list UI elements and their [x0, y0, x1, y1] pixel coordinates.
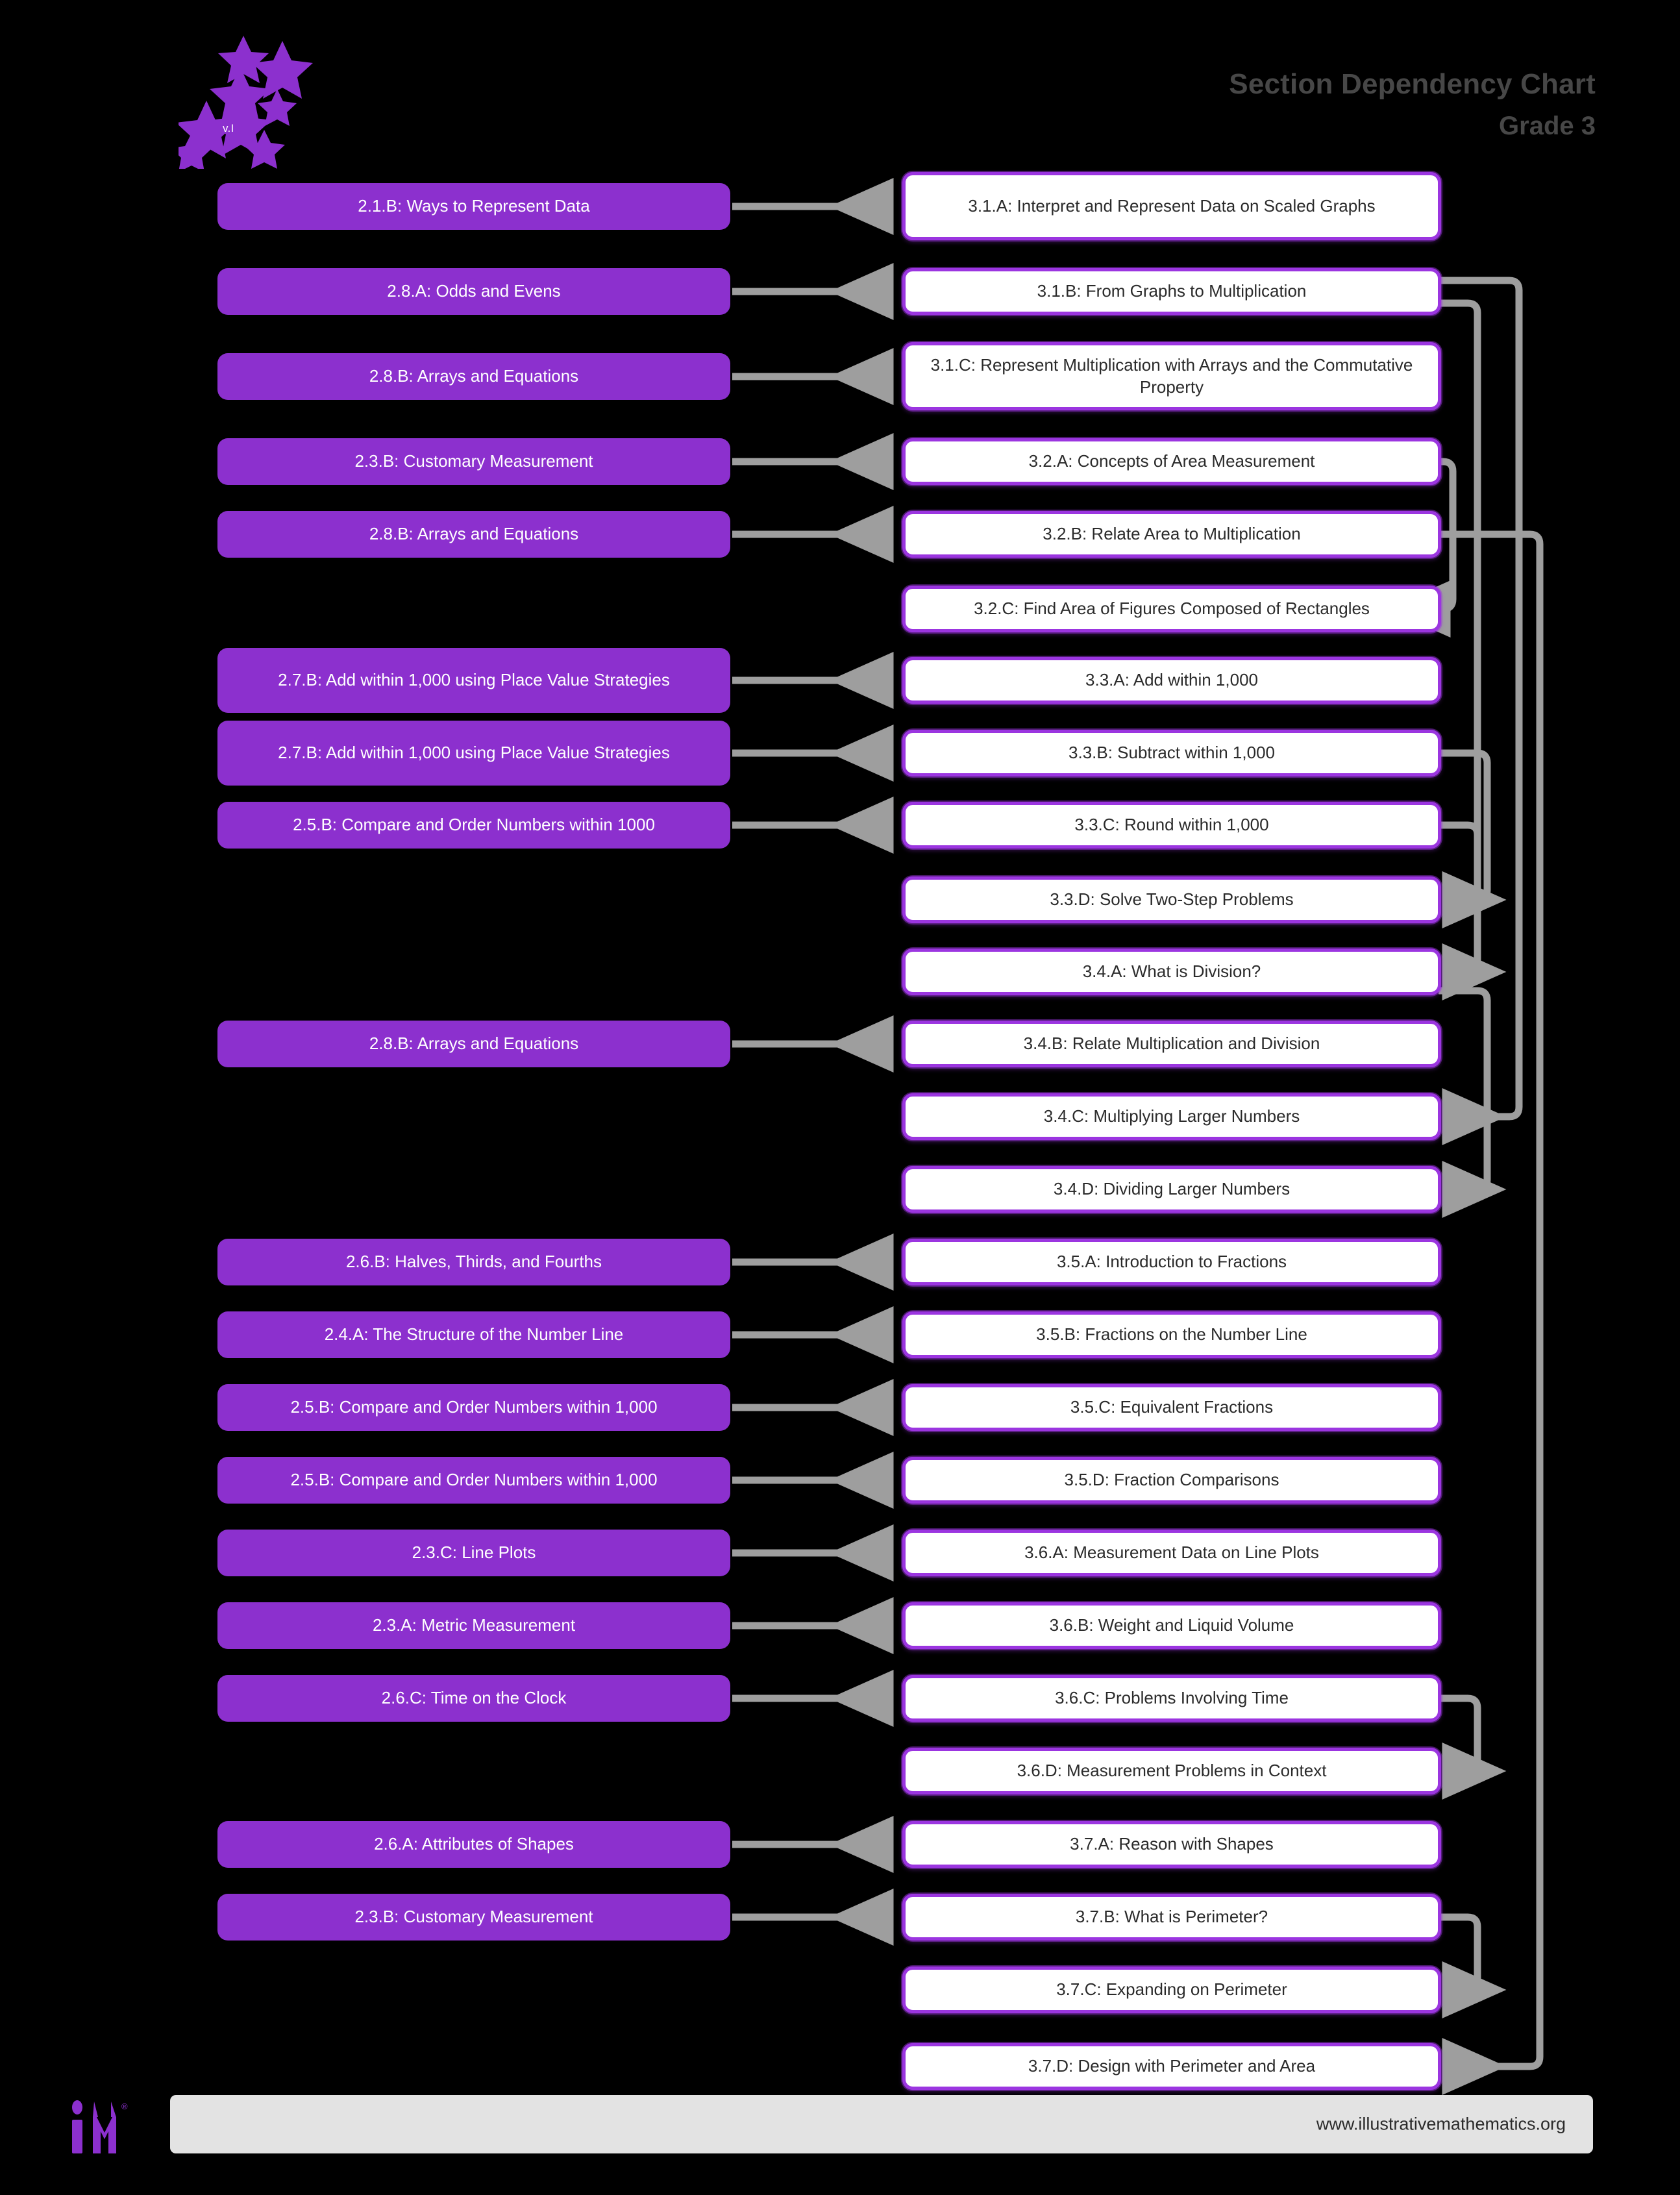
- target-node[interactable]: 3.6.A: Measurement Data on Line Plots: [902, 1530, 1441, 1576]
- target-node[interactable]: 3.7.B: What is Perimeter?: [902, 1894, 1441, 1941]
- page-title: Section Dependency Chart: [1229, 68, 1596, 100]
- target-node[interactable]: 3.4.A: What is Division?: [902, 949, 1441, 995]
- target-node[interactable]: 3.4.D: Dividing Larger Numbers: [902, 1166, 1441, 1213]
- target-node[interactable]: 3.7.C: Expanding on Perimeter: [902, 1966, 1441, 2013]
- target-node[interactable]: 3.6.C: Problems Involving Time: [902, 1675, 1441, 1722]
- source-node[interactable]: 2.6.B: Halves, Thirds, and Fourths: [217, 1239, 730, 1285]
- star-icon: [210, 98, 271, 156]
- version-label: v.I: [223, 122, 234, 134]
- source-node[interactable]: 2.3.B: Customary Measurement: [217, 438, 730, 485]
- target-to-target-arrows: [1386, 277, 1544, 2095]
- source-node[interactable]: 2.5.B: Compare and Order Numbers within …: [217, 802, 730, 849]
- source-node[interactable]: 2.1.B: Ways to Represent Data: [217, 183, 730, 230]
- source-to-target-arrows: [732, 178, 894, 1946]
- source-node[interactable]: 2.8.A: Odds and Evens: [217, 268, 730, 315]
- footer-bar: www.illustrativemathematics.org: [170, 2095, 1593, 2153]
- target-node[interactable]: 3.3.D: Solve Two-Step Problems: [902, 876, 1441, 923]
- target-node[interactable]: 3.4.B: Relate Multiplication and Divisio…: [902, 1021, 1441, 1067]
- target-node[interactable]: 3.6.D: Measurement Problems in Context: [902, 1748, 1441, 1794]
- target-node[interactable]: 3.2.C: Find Area of Figures Composed of …: [902, 586, 1441, 632]
- star-icon: [252, 41, 313, 99]
- source-node[interactable]: 2.8.B: Arrays and Equations: [217, 353, 730, 400]
- target-node[interactable]: 3.3.A: Add within 1,000: [902, 657, 1441, 704]
- target-node[interactable]: 3.5.B: Fractions on the Number Line: [902, 1311, 1441, 1358]
- target-node[interactable]: 3.6.B: Weight and Liquid Volume: [902, 1602, 1441, 1649]
- source-node[interactable]: 2.3.B: Customary Measurement: [217, 1894, 730, 1941]
- source-node[interactable]: 2.4.A: The Structure of the Number Line: [217, 1311, 730, 1358]
- target-node[interactable]: 3.7.D: Design with Perimeter and Area: [902, 2043, 1441, 2090]
- target-node[interactable]: 3.3.B: Subtract within 1,000: [902, 730, 1441, 776]
- target-node[interactable]: 3.2.B: Relate Area to Multiplication: [902, 511, 1441, 558]
- source-node[interactable]: 2.6.A: Attributes of Shapes: [217, 1821, 730, 1868]
- star-icon: [218, 36, 269, 83]
- target-node[interactable]: 3.5.C: Equivalent Fractions: [902, 1384, 1441, 1431]
- source-node[interactable]: 2.7.B: Add within 1,000 using Place Valu…: [217, 648, 730, 713]
- source-node[interactable]: 2.5.B: Compare and Order Numbers within …: [217, 1384, 730, 1431]
- registered-mark: ®: [121, 2102, 128, 2111]
- source-node[interactable]: 2.5.B: Compare and Order Numbers within …: [217, 1457, 730, 1504]
- star-icon: [243, 130, 285, 169]
- source-node[interactable]: 2.3.A: Metric Measurement: [217, 1602, 730, 1649]
- footer-url[interactable]: www.illustrativemathematics.org: [1316, 2114, 1566, 2134]
- target-node[interactable]: 3.1.A: Interpret and Represent Data on S…: [902, 172, 1441, 240]
- source-node[interactable]: 2.8.B: Arrays and Equations: [217, 1021, 730, 1067]
- page-subtitle: Grade 3: [1499, 112, 1596, 140]
- target-node[interactable]: 3.1.C: Represent Multiplication with Arr…: [902, 342, 1441, 410]
- source-node[interactable]: 2.6.C: Time on the Clock: [217, 1675, 730, 1722]
- source-node[interactable]: 2.7.B: Add within 1,000 using Place Valu…: [217, 721, 730, 786]
- star-icon: [179, 133, 212, 169]
- target-node[interactable]: 3.4.C: Multiplying Larger Numbers: [902, 1093, 1441, 1140]
- target-node[interactable]: 3.2.A: Concepts of Area Measurement: [902, 438, 1441, 485]
- target-node[interactable]: 3.5.A: Introduction to Fractions: [902, 1239, 1441, 1285]
- target-node[interactable]: 3.7.A: Reason with Shapes: [902, 1821, 1441, 1868]
- star-icon: [210, 67, 271, 125]
- star-icon: [258, 89, 297, 126]
- illustrative-mathematics-logo: ®: [72, 2100, 128, 2153]
- target-node[interactable]: 3.3.C: Round within 1,000: [902, 802, 1441, 849]
- source-node[interactable]: 2.8.B: Arrays and Equations: [217, 511, 730, 558]
- source-node[interactable]: 2.3.C: Line Plots: [217, 1530, 730, 1576]
- target-node[interactable]: 3.1.B: From Graphs to Multiplication: [902, 268, 1441, 315]
- target-node[interactable]: 3.5.D: Fraction Comparisons: [902, 1457, 1441, 1504]
- star-cluster-logo: [179, 36, 313, 169]
